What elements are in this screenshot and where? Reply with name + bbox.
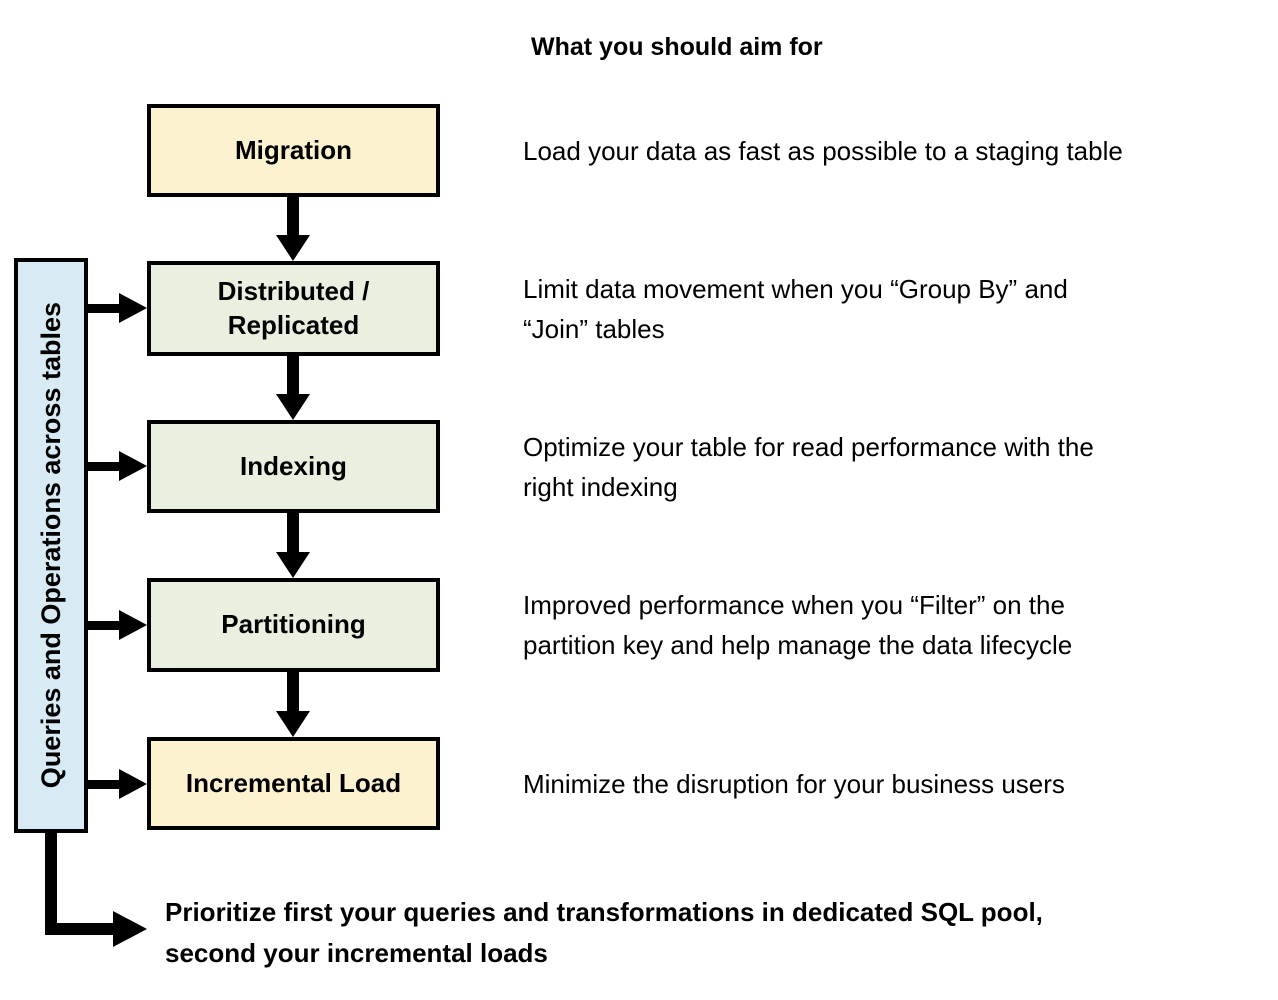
arrow-shaft <box>88 304 122 313</box>
flow-box-label: Incremental Load <box>185 767 402 798</box>
arrow-shaft <box>287 513 299 556</box>
footer-note-line: second your incremental loads <box>165 938 548 968</box>
arrow-sidebar-to-indexing-icon <box>88 451 147 481</box>
flow-box-label: Distributed / <box>217 275 370 306</box>
description-migration: Load your data as fast as possible to a … <box>523 131 1123 171</box>
arrowhead-icon <box>276 235 310 261</box>
description-incremental-load: Minimize the disruption for your busines… <box>523 764 1065 804</box>
arrowhead-icon <box>119 293 147 323</box>
flow-box-label: Migration <box>235 134 352 165</box>
arrow-shaft <box>88 462 122 471</box>
description-line: Improved performance when you “Filter” o… <box>523 590 1065 620</box>
description-line: Limit data movement when you “Group By” … <box>523 274 1068 304</box>
sidebar-queries-operations: Queries and Operations across tables <box>14 258 88 833</box>
arrow-sidebar-to-distributed-icon <box>88 293 147 323</box>
arrow-sidebar-to-incremental-icon <box>88 769 147 799</box>
arrow-shaft <box>287 672 299 715</box>
right-column-title: What you should aim for <box>531 33 823 61</box>
description-line: “Join” tables <box>523 314 665 344</box>
description-line: Optimize your table for read performance… <box>523 432 1094 462</box>
flow-box-label: Replicated <box>227 309 360 340</box>
elbow-arrow-horizontal-shaft <box>45 923 115 935</box>
flow-box-indexing: Indexing <box>147 420 440 513</box>
arrow-shaft <box>88 780 122 789</box>
arrow-down-distributed-to-indexing-icon <box>276 356 310 420</box>
arrowhead-icon <box>276 394 310 420</box>
description-partitioning: Improved performance when you “Filter” o… <box>523 585 1072 665</box>
arrow-shaft <box>88 621 122 630</box>
flow-box-label: Partitioning <box>221 609 366 640</box>
arrow-shaft <box>287 356 299 398</box>
arrow-down-partitioning-to-incremental-icon <box>276 672 310 737</box>
flow-box-migration: Migration <box>147 104 440 197</box>
description-line: Load your data as fast as possible to a … <box>523 136 1123 166</box>
description-distributed-replicated: Limit data movement when you “Group By” … <box>523 269 1068 349</box>
description-line: right indexing <box>523 472 678 502</box>
flow-box-label: Indexing <box>240 450 347 481</box>
elbow-arrow-vertical-shaft <box>45 831 57 935</box>
elbow-arrowhead-icon <box>113 911 147 947</box>
description-indexing: Optimize your table for read performance… <box>523 427 1094 507</box>
flow-box-incremental-load: Incremental Load <box>147 737 440 830</box>
footer-note-line: Prioritize first your queries and transf… <box>165 897 1043 927</box>
arrow-down-indexing-to-partitioning-icon <box>276 513 310 578</box>
flow-box-partitioning: Partitioning <box>147 578 440 672</box>
arrowhead-icon <box>276 552 310 578</box>
arrowhead-icon <box>119 610 147 640</box>
sidebar-label: Queries and Operations across tables <box>35 302 66 789</box>
description-line: partition key and help manage the data l… <box>523 630 1073 660</box>
arrow-sidebar-to-partitioning-icon <box>88 610 147 640</box>
flow-box-distributed-replicated: Distributed / Replicated <box>147 261 440 356</box>
arrow-shaft <box>287 197 299 239</box>
description-line: Minimize the disruption for your busines… <box>523 769 1065 799</box>
arrow-down-migration-to-distributed-icon <box>276 197 310 261</box>
arrowhead-icon <box>276 711 310 737</box>
footer-note: Prioritize first your queries and transf… <box>165 892 1043 974</box>
arrowhead-icon <box>119 451 147 481</box>
arrowhead-icon <box>119 769 147 799</box>
